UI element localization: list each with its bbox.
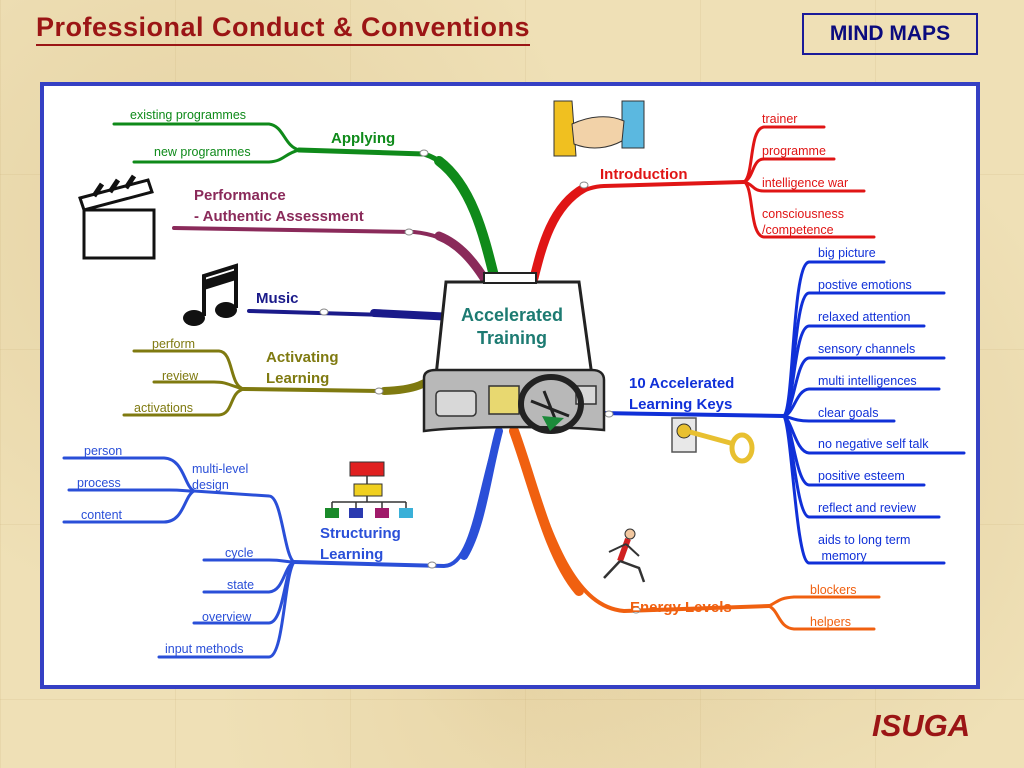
branch-music bbox=[247, 309, 458, 321]
keys-item: reflect and review bbox=[818, 501, 917, 515]
keys-item: clear goals bbox=[818, 406, 878, 420]
keys-item: multi intelligences bbox=[818, 374, 917, 388]
energy-item: blockers bbox=[810, 583, 857, 597]
applying-label: Applying bbox=[331, 130, 395, 147]
dashboard-icon bbox=[422, 272, 606, 434]
performance-label-line2: - Authentic Assessment bbox=[194, 208, 364, 225]
key-icon bbox=[671, 417, 755, 464]
music-label: Music bbox=[256, 290, 299, 307]
structuring-design-line1: multi-level bbox=[192, 462, 248, 476]
keys-label-line1: 10 Accelerated bbox=[629, 375, 734, 392]
structuring-item: cycle bbox=[225, 546, 254, 560]
branch-applying bbox=[112, 122, 499, 281]
introduction-item: trainer bbox=[762, 112, 797, 126]
energy-label: Energy Levels bbox=[630, 599, 732, 616]
center-title-line1: Accelerated bbox=[461, 305, 563, 325]
applying-item: new programmes bbox=[154, 145, 251, 159]
mind-map-frame: Accelerated Training Applyi bbox=[40, 82, 980, 689]
structuring-design-item: process bbox=[77, 476, 121, 490]
activating-label-line2: Learning bbox=[266, 370, 329, 387]
branch-nodes bbox=[319, 149, 641, 614]
introduction-item: /competence bbox=[762, 223, 834, 237]
footer-brand: ISUGA bbox=[872, 708, 971, 743]
clapperboard-icon bbox=[78, 174, 156, 260]
activating-item: activations bbox=[134, 401, 193, 415]
org-chart-icon bbox=[325, 461, 413, 518]
activating-item: review bbox=[162, 369, 199, 383]
keys-label-line2: Learning Keys bbox=[629, 396, 732, 413]
center-title-line2: Training bbox=[477, 328, 547, 348]
performance-label-line1: Performance bbox=[194, 187, 286, 204]
handshake-icon bbox=[553, 100, 645, 157]
structuring-item: state bbox=[227, 578, 254, 592]
structuring-item: overview bbox=[202, 610, 252, 624]
keys-item: aids to long term bbox=[818, 533, 910, 547]
introduction-label: Introduction bbox=[600, 166, 687, 183]
keys-item: big picture bbox=[818, 246, 876, 260]
structuring-label-line1: Structuring bbox=[320, 525, 401, 542]
structuring-label-line2: Learning bbox=[320, 546, 383, 563]
keys-item: relaxed attention bbox=[818, 310, 910, 324]
slide-title: Professional Conduct & Conventions bbox=[36, 10, 531, 46]
branch-energy bbox=[509, 426, 881, 631]
activating-item: perform bbox=[152, 337, 195, 351]
keys-item: sensory channels bbox=[818, 342, 915, 356]
keys-item: memory bbox=[818, 549, 867, 563]
branch-keys bbox=[597, 260, 966, 565]
introduction-item: consciousness bbox=[762, 207, 844, 221]
branch-structuring bbox=[62, 427, 503, 659]
keys-item: postive emotions bbox=[818, 278, 912, 292]
keys-item: positive esteem bbox=[818, 469, 905, 483]
runner-icon bbox=[603, 528, 646, 583]
applying-item: existing programmes bbox=[130, 108, 246, 122]
structuring-item: input methods bbox=[165, 642, 244, 656]
branch-introduction bbox=[529, 125, 876, 283]
music-note-icon bbox=[183, 263, 238, 326]
activating-label-line1: Activating bbox=[266, 349, 339, 366]
structuring-design-line2: design bbox=[192, 478, 229, 492]
introduction-item: programme bbox=[762, 144, 826, 158]
keys-item: no negative self talk bbox=[818, 437, 929, 451]
structuring-design-item: content bbox=[81, 508, 123, 522]
mind-maps-badge: MIND MAPS bbox=[802, 13, 978, 55]
energy-item: helpers bbox=[810, 615, 851, 629]
introduction-item: intelligence war bbox=[762, 176, 848, 190]
structuring-design-item: person bbox=[84, 444, 122, 458]
mind-map-diagram: Accelerated Training Applyi bbox=[62, 100, 966, 659]
